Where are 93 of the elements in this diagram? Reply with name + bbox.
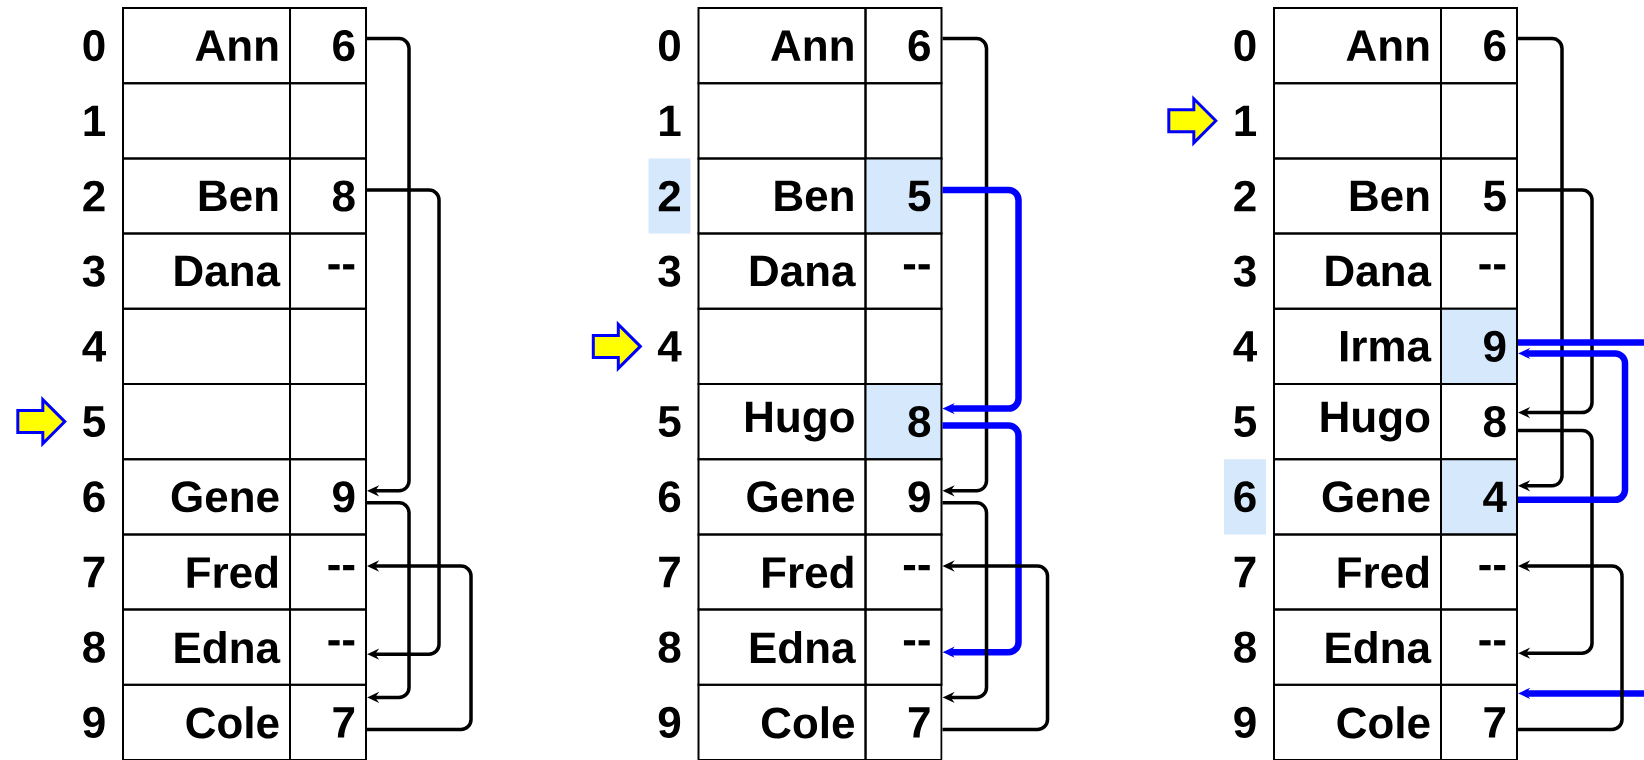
name-cell [1273, 82, 1442, 160]
name-cell: Fred [697, 533, 867, 611]
pointer-cell [289, 82, 367, 160]
index-number: 7 [1234, 556, 1256, 588]
index-number: 2 [83, 180, 105, 212]
index-number: 1 [1235, 105, 1256, 136]
link-arrow [942, 422, 1022, 658]
pointer-cell: 9 [1440, 307, 1518, 385]
pointer-cell: -- [864, 232, 943, 310]
pointer-cell: 5 [864, 157, 943, 235]
link-arrow [367, 501, 411, 704]
index-number: 3 [658, 255, 681, 287]
index-number: 8 [658, 631, 681, 663]
index-number: 9 [658, 706, 681, 738]
pointer-cell: -- [864, 608, 943, 686]
name-cell: Edna [1273, 608, 1442, 686]
pointer-cell: 7 [289, 683, 367, 760]
index-number: 7 [83, 556, 105, 588]
pointer-cell: 7 [864, 683, 943, 760]
name-cell: Gene [122, 458, 291, 536]
name-cell: Ann [697, 7, 867, 85]
index-number: 6 [658, 481, 681, 513]
name-cell [122, 307, 291, 385]
index-number: 1 [84, 105, 105, 136]
index-number: 0 [83, 30, 105, 62]
name-cell: Edna [122, 608, 291, 686]
index-number: 4 [657, 331, 682, 362]
name-cell: Cole [697, 683, 867, 760]
index-number: 8 [1234, 631, 1256, 663]
name-cell [697, 82, 867, 160]
link-arrow [1518, 36, 1564, 492]
link-arrow [367, 188, 441, 660]
index-number: 0 [1234, 30, 1256, 62]
pointer-cell: -- [864, 533, 943, 611]
pointer-cell [289, 383, 367, 461]
pointer-cell: 7 [1440, 683, 1518, 760]
link-arrow [1518, 428, 1594, 659]
index-number: 3 [82, 255, 105, 287]
link-arrow [1518, 188, 1594, 419]
name-cell: Gene [697, 458, 867, 536]
index-number: 1 [660, 105, 681, 136]
name-cell: Fred [1273, 533, 1442, 611]
link-arrow [942, 186, 1022, 415]
name-cell: Cole [1273, 683, 1442, 760]
pointer-cell: 4 [1440, 458, 1518, 536]
name-cell: Ann [1273, 7, 1442, 85]
name-cell: Dana [697, 232, 867, 310]
link-arrow [942, 36, 989, 497]
index-number: 9 [1234, 706, 1256, 738]
pointer-cell: -- [1440, 533, 1518, 611]
link-arrow [942, 501, 989, 704]
pointer-cell: 5 [1440, 157, 1518, 235]
index-number: 7 [659, 556, 680, 588]
link-arrow [367, 36, 411, 497]
index-number: 4 [82, 331, 106, 362]
pointer-cell: -- [289, 608, 367, 686]
pointer-cell: 6 [864, 7, 943, 85]
pointer-cell: -- [289, 533, 367, 611]
name-cell: Fred [122, 533, 291, 611]
pointer-cell: -- [289, 232, 367, 310]
index-number: 3 [1233, 255, 1256, 287]
pointer-cell [1440, 82, 1518, 160]
pointer-cell: 8 [864, 383, 943, 461]
pointer-cell: 6 [1440, 7, 1518, 85]
name-cell: Dana [1273, 232, 1442, 310]
name-cell: Cole [122, 683, 291, 760]
name-cell: Edna [697, 608, 867, 686]
index-cell: 2 [648, 158, 691, 234]
name-cell [122, 82, 291, 160]
index-number: 2 [1234, 180, 1256, 212]
name-cell [122, 383, 291, 461]
index-number: 4 [1233, 331, 1257, 362]
index-cell: 6 [1224, 459, 1266, 535]
index-number: 9 [83, 706, 105, 738]
pointer-cell: 6 [289, 7, 367, 85]
name-cell [697, 307, 867, 385]
pointer-cell: 9 [289, 458, 367, 536]
name-cell: Dana [122, 232, 291, 310]
index-number: 5 [83, 406, 105, 437]
index-number: 8 [83, 631, 105, 663]
pointer-cell: 9 [864, 458, 943, 536]
name-cell: Ann [122, 7, 291, 85]
name-cell: Ben [1273, 157, 1442, 235]
pointer-cell [289, 307, 367, 385]
index-number: 5 [1234, 406, 1256, 437]
pointer-cell: -- [1440, 608, 1518, 686]
name-cell: Ben [122, 157, 291, 235]
link-arrow [1518, 339, 1644, 700]
index-number: 5 [658, 406, 681, 437]
index-number: 0 [659, 30, 680, 62]
name-cell: Hugo [1273, 383, 1442, 461]
pointer-cell: 8 [289, 157, 367, 235]
index-number: 6 [83, 481, 105, 513]
